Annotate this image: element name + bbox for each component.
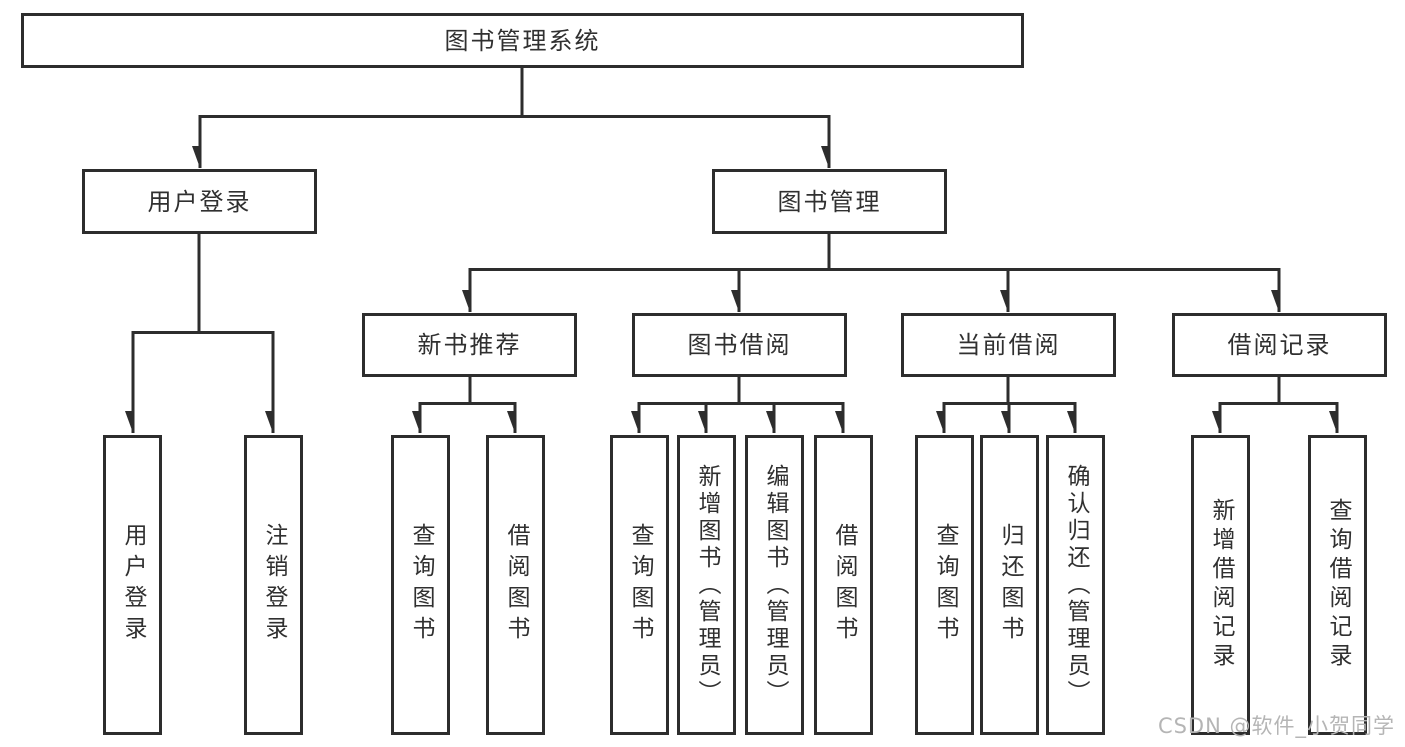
connector-book-mgmt-to-level3	[469, 234, 1281, 312]
node-book-borrowing: 图书借阅	[632, 313, 847, 377]
node-leaf-borrow-book-1: 借阅图书	[486, 435, 545, 735]
node-borrow-records: 借阅记录	[1172, 313, 1387, 377]
connector-book-borrow-children	[638, 377, 845, 433]
node-leaf-query-book-2: 查询图书	[610, 435, 669, 735]
node-leaf-query-borrow-record: 查询借阅记录	[1308, 435, 1367, 735]
node-leaf-edit-book-admin: 编辑图书（管理员）	[745, 435, 804, 735]
node-leaf-borrow-book-2: 借阅图书	[814, 435, 873, 735]
node-library-management-system: 图书管理系统	[21, 13, 1024, 68]
node-leaf-query-book-3: 查询图书	[915, 435, 974, 735]
connector-borrow-records-children	[1219, 377, 1339, 433]
node-leaf-add-book-admin: 新增图书（管理员）	[677, 435, 736, 735]
connector-new-book-children	[419, 377, 517, 433]
node-user-login: 用户登录	[82, 169, 317, 234]
node-leaf-confirm-return-admin: 确认归还（管理员）	[1046, 435, 1105, 735]
watermark-text: CSDN @软件_小贺同学	[1157, 714, 1395, 738]
node-leaf-user-login: 用户登录	[103, 435, 162, 735]
connector-user-login-children	[132, 234, 275, 433]
node-new-book-recommendation: 新书推荐	[362, 313, 577, 377]
connector-current-borrow-children	[943, 377, 1077, 433]
node-book-management: 图书管理	[712, 169, 947, 234]
node-leaf-logout: 注销登录	[244, 435, 303, 735]
node-leaf-add-borrow-record: 新增借阅记录	[1191, 435, 1250, 735]
connector-root-to-level2	[199, 68, 831, 168]
node-leaf-query-book-1: 查询图书	[391, 435, 450, 735]
node-leaf-return-book: 归还图书	[980, 435, 1039, 735]
node-current-borrowing: 当前借阅	[901, 313, 1116, 377]
